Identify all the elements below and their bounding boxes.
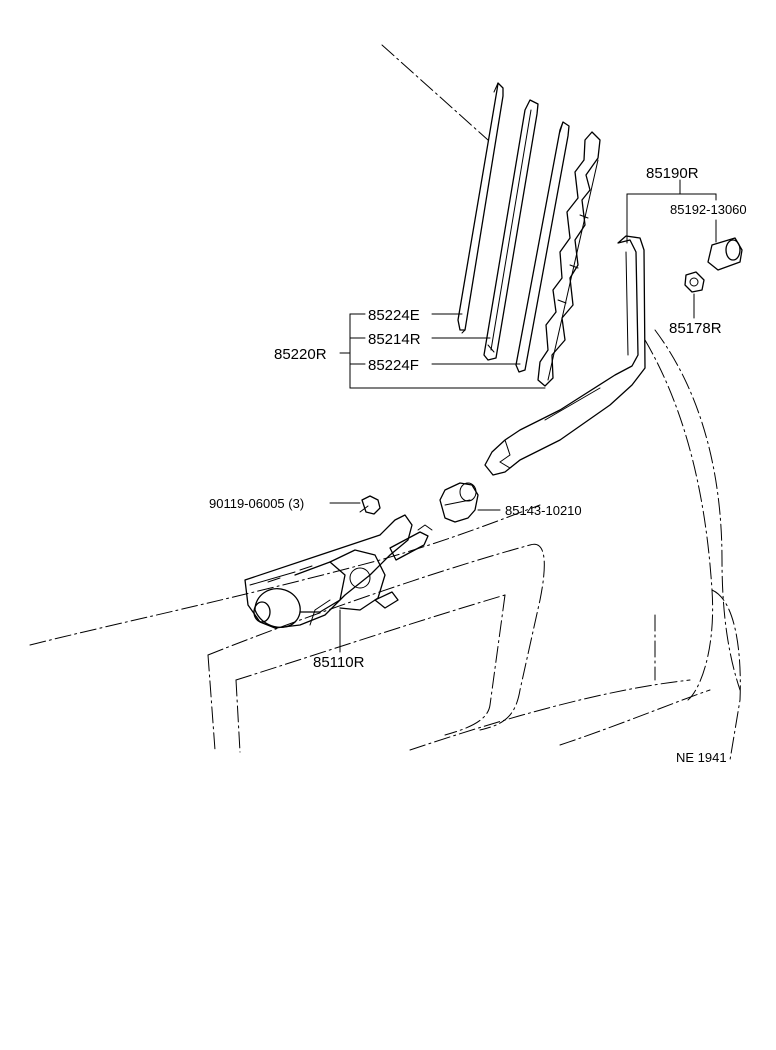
label-85178R: 85178R	[669, 320, 722, 337]
label-85190R: 85190R	[646, 165, 699, 182]
nut-85178R	[684, 271, 705, 293]
wiper-motor-85110R	[244, 514, 433, 629]
label-85110R: 85110R	[313, 654, 365, 671]
arm-cap-85192	[707, 237, 743, 271]
grommet-85143	[439, 482, 479, 523]
label-85224F: 85224F	[368, 357, 419, 374]
blade-rubber-85214R	[483, 99, 539, 361]
wiper-arm-85190R	[484, 235, 646, 476]
wiper-blade-85220R	[537, 131, 601, 387]
leader-lines	[329, 179, 717, 653]
blade-strip-85224F	[515, 121, 570, 373]
label-85214R: 85214R	[368, 331, 421, 348]
blade-strip-85224E	[457, 82, 504, 334]
diagram-code: NE 1941	[676, 750, 727, 765]
label-85220R: 85220R	[274, 346, 327, 363]
label-85143: 85143-10210	[505, 503, 582, 518]
label-85192: 85192-13060	[670, 202, 747, 217]
label-90119: 90119-06005 (3)	[209, 496, 304, 511]
vehicle-body-outline	[29, 44, 741, 761]
bolt-90119	[359, 495, 381, 515]
label-85224E: 85224E	[368, 307, 420, 324]
